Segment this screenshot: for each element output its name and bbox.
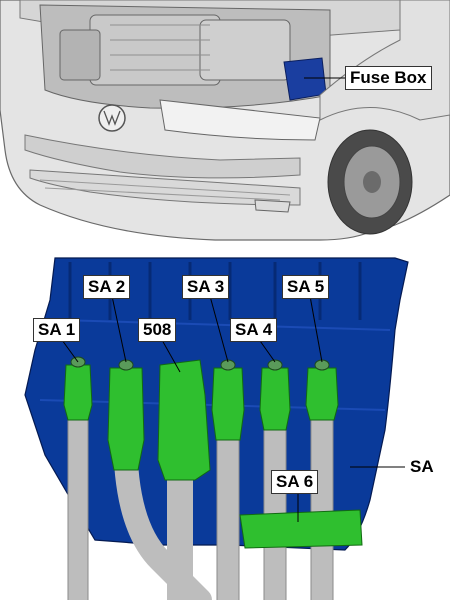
sa-2-label: SA 2: [83, 275, 131, 299]
sa-6-label: SA 6: [271, 470, 319, 494]
sa-5-label: SA 5: [282, 275, 330, 299]
sa-label: SA: [410, 457, 434, 476]
fuse-508-label: 508: [138, 318, 177, 342]
fuse-box-label: Fuse Box: [345, 66, 432, 90]
fuse-block-illustration: [24, 257, 409, 600]
sa-1-label: SA 1: [33, 318, 81, 342]
sa-4-label: SA 4: [230, 318, 278, 342]
sa-3-label: SA 3: [182, 275, 230, 299]
car-illustration: [0, 0, 450, 241]
